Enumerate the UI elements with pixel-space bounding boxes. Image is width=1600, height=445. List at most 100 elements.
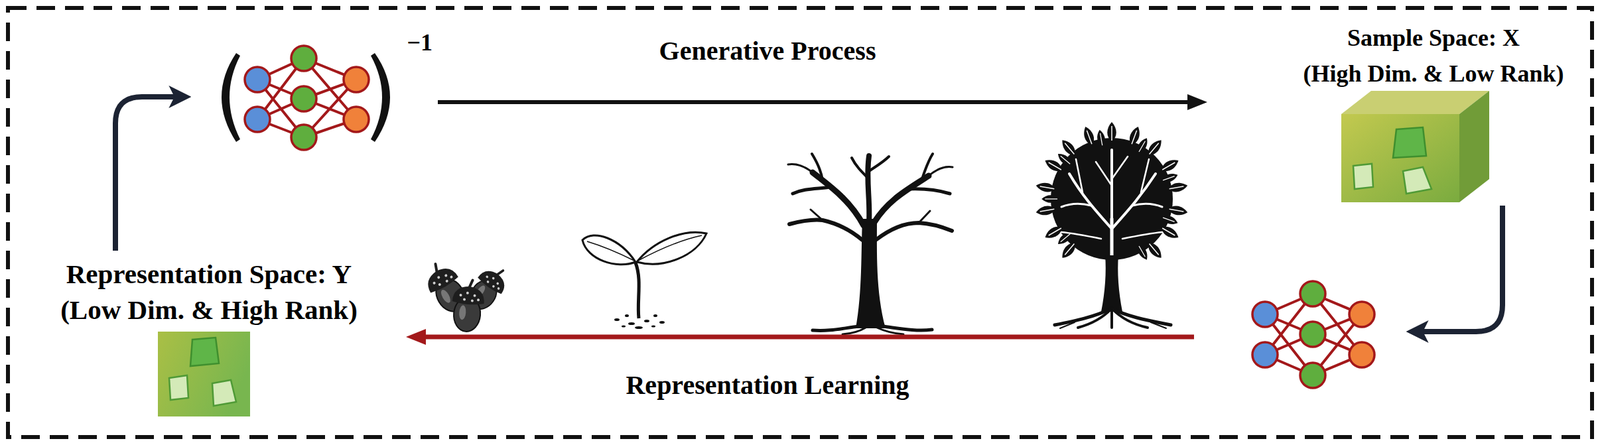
full-tree-illustration [1061,149,1163,261]
full-tree-illustration [1160,213,1179,227]
sample-cube [1459,90,1490,203]
encoder-network-symbol [1300,362,1326,389]
sprout-illustration [638,235,702,261]
full-tree-illustration [1144,240,1165,262]
inverse-network-symbol [244,66,270,93]
full-tree-illustration [1055,151,1074,168]
full-tree-illustration [1075,159,1083,193]
space-subtitle: (High Dim. & Low Rank) [1302,55,1564,92]
sprout-illustration [582,232,707,330]
full-tree-illustration [1132,203,1163,207]
sprout-illustration [635,262,639,319]
bare-tree-illustration [876,327,904,335]
sample-cube [1341,90,1490,203]
full-tree-illustration [1069,173,1112,229]
encoder-network-symbol [1252,281,1375,389]
bare-tree-illustration [792,187,831,194]
sample-cube [1393,127,1427,158]
encoder-network-symbol [1349,342,1375,368]
acorn-illustration [449,278,487,334]
sprout-illustration [582,235,636,265]
full-tree-illustration [1122,232,1163,239]
representation-space: Representation Space: Y(Low Dim. & High … [26,250,406,427]
full-tree-illustration [1111,308,1148,328]
bare-tree-illustration [874,175,929,223]
full-tree-illustration [1110,218,1114,261]
full-tree-illustration [1167,181,1189,194]
generative-arrow [437,100,1196,105]
representation-arrow [417,334,1195,340]
bare-tree-illustration [882,326,933,331]
bare-tree-illustration [918,210,931,223]
sprout-illustration [636,232,707,265]
full-tree-illustration [1144,137,1165,159]
inverse-network-symbol [291,45,317,71]
full-tree-illustration [1150,322,1167,329]
process-label: Representation Learning [621,370,913,401]
cycle-arrow [1419,205,1503,332]
inverse-exponent: −1 [406,29,433,56]
bare-tree-illustration [789,219,863,241]
full-tree-illustration [1061,203,1092,207]
inverse-network-symbol [370,53,391,142]
sprout-illustration [634,326,643,330]
space-subtitle: (Low Dim. & High Rank) [60,291,358,328]
full-tree-illustration [1101,255,1123,312]
sprout-illustration [614,318,620,322]
encoder-network-symbol [1349,301,1375,328]
bare-tree-illustration [851,157,868,178]
bare-tree-illustration [842,327,866,335]
full-tree-illustration [1035,204,1057,217]
bare-tree-illustration [788,153,953,335]
full-tree-illustration [1167,204,1189,217]
full-tree-illustration [1140,159,1149,193]
bare-tree-illustration [928,167,953,176]
representation-square [169,375,189,400]
full-tree-illustration [1160,171,1179,185]
inverse-network-symbol [291,124,317,150]
full-tree-illustration [1111,173,1156,229]
sprout-illustration [653,314,658,318]
inverse-network: −1 [191,26,438,156]
full-tree-illustration [1041,195,1059,203]
full-tree-illustration [1081,125,1097,148]
full-tree-illustration [1107,122,1117,142]
sprout-illustration [621,325,626,328]
bare-tree-illustration [868,156,889,172]
full-tree-illustration [1134,136,1151,156]
process-label: Generative Process [655,35,881,67]
inverse-network-symbol [221,53,241,142]
sample-cube [1353,163,1374,190]
full-tree-illustration [1061,232,1102,239]
acorn-illustration [419,257,513,334]
full-tree-illustration [1110,310,1114,328]
representation-square [190,337,219,367]
full-tree-illustration [1134,243,1151,263]
inverse-network-symbol [343,66,369,93]
full-tree-illustration [1035,181,1057,194]
encoder-network-symbol [1252,342,1278,368]
sample-cube [1341,114,1460,203]
representation-square [157,331,251,417]
full-tree-illustration [1095,161,1112,186]
bare-tree-illustration [812,326,860,331]
dashed-frame [7,7,1593,438]
sprout-illustration [587,241,635,261]
sample-cube [1402,167,1432,194]
sprout-illustration [624,314,629,318]
full-tree-illustration [1077,308,1112,328]
sprout-illustration [614,314,665,330]
representation-square [157,331,251,417]
representation-square [212,380,237,406]
full-tree-illustration [1111,156,1128,180]
full-tree-illustration [1060,322,1075,329]
sprout-illustration [628,322,635,326]
space-title: Representation Space: Y [66,256,352,292]
bare-tree-illustration [810,209,823,221]
bare-tree-illustration [867,155,869,223]
inverse-network-symbol [343,106,369,133]
full-tree-illustration [1095,129,1107,148]
full-tree-illustration [1054,308,1171,329]
sprout-illustration [651,325,656,328]
